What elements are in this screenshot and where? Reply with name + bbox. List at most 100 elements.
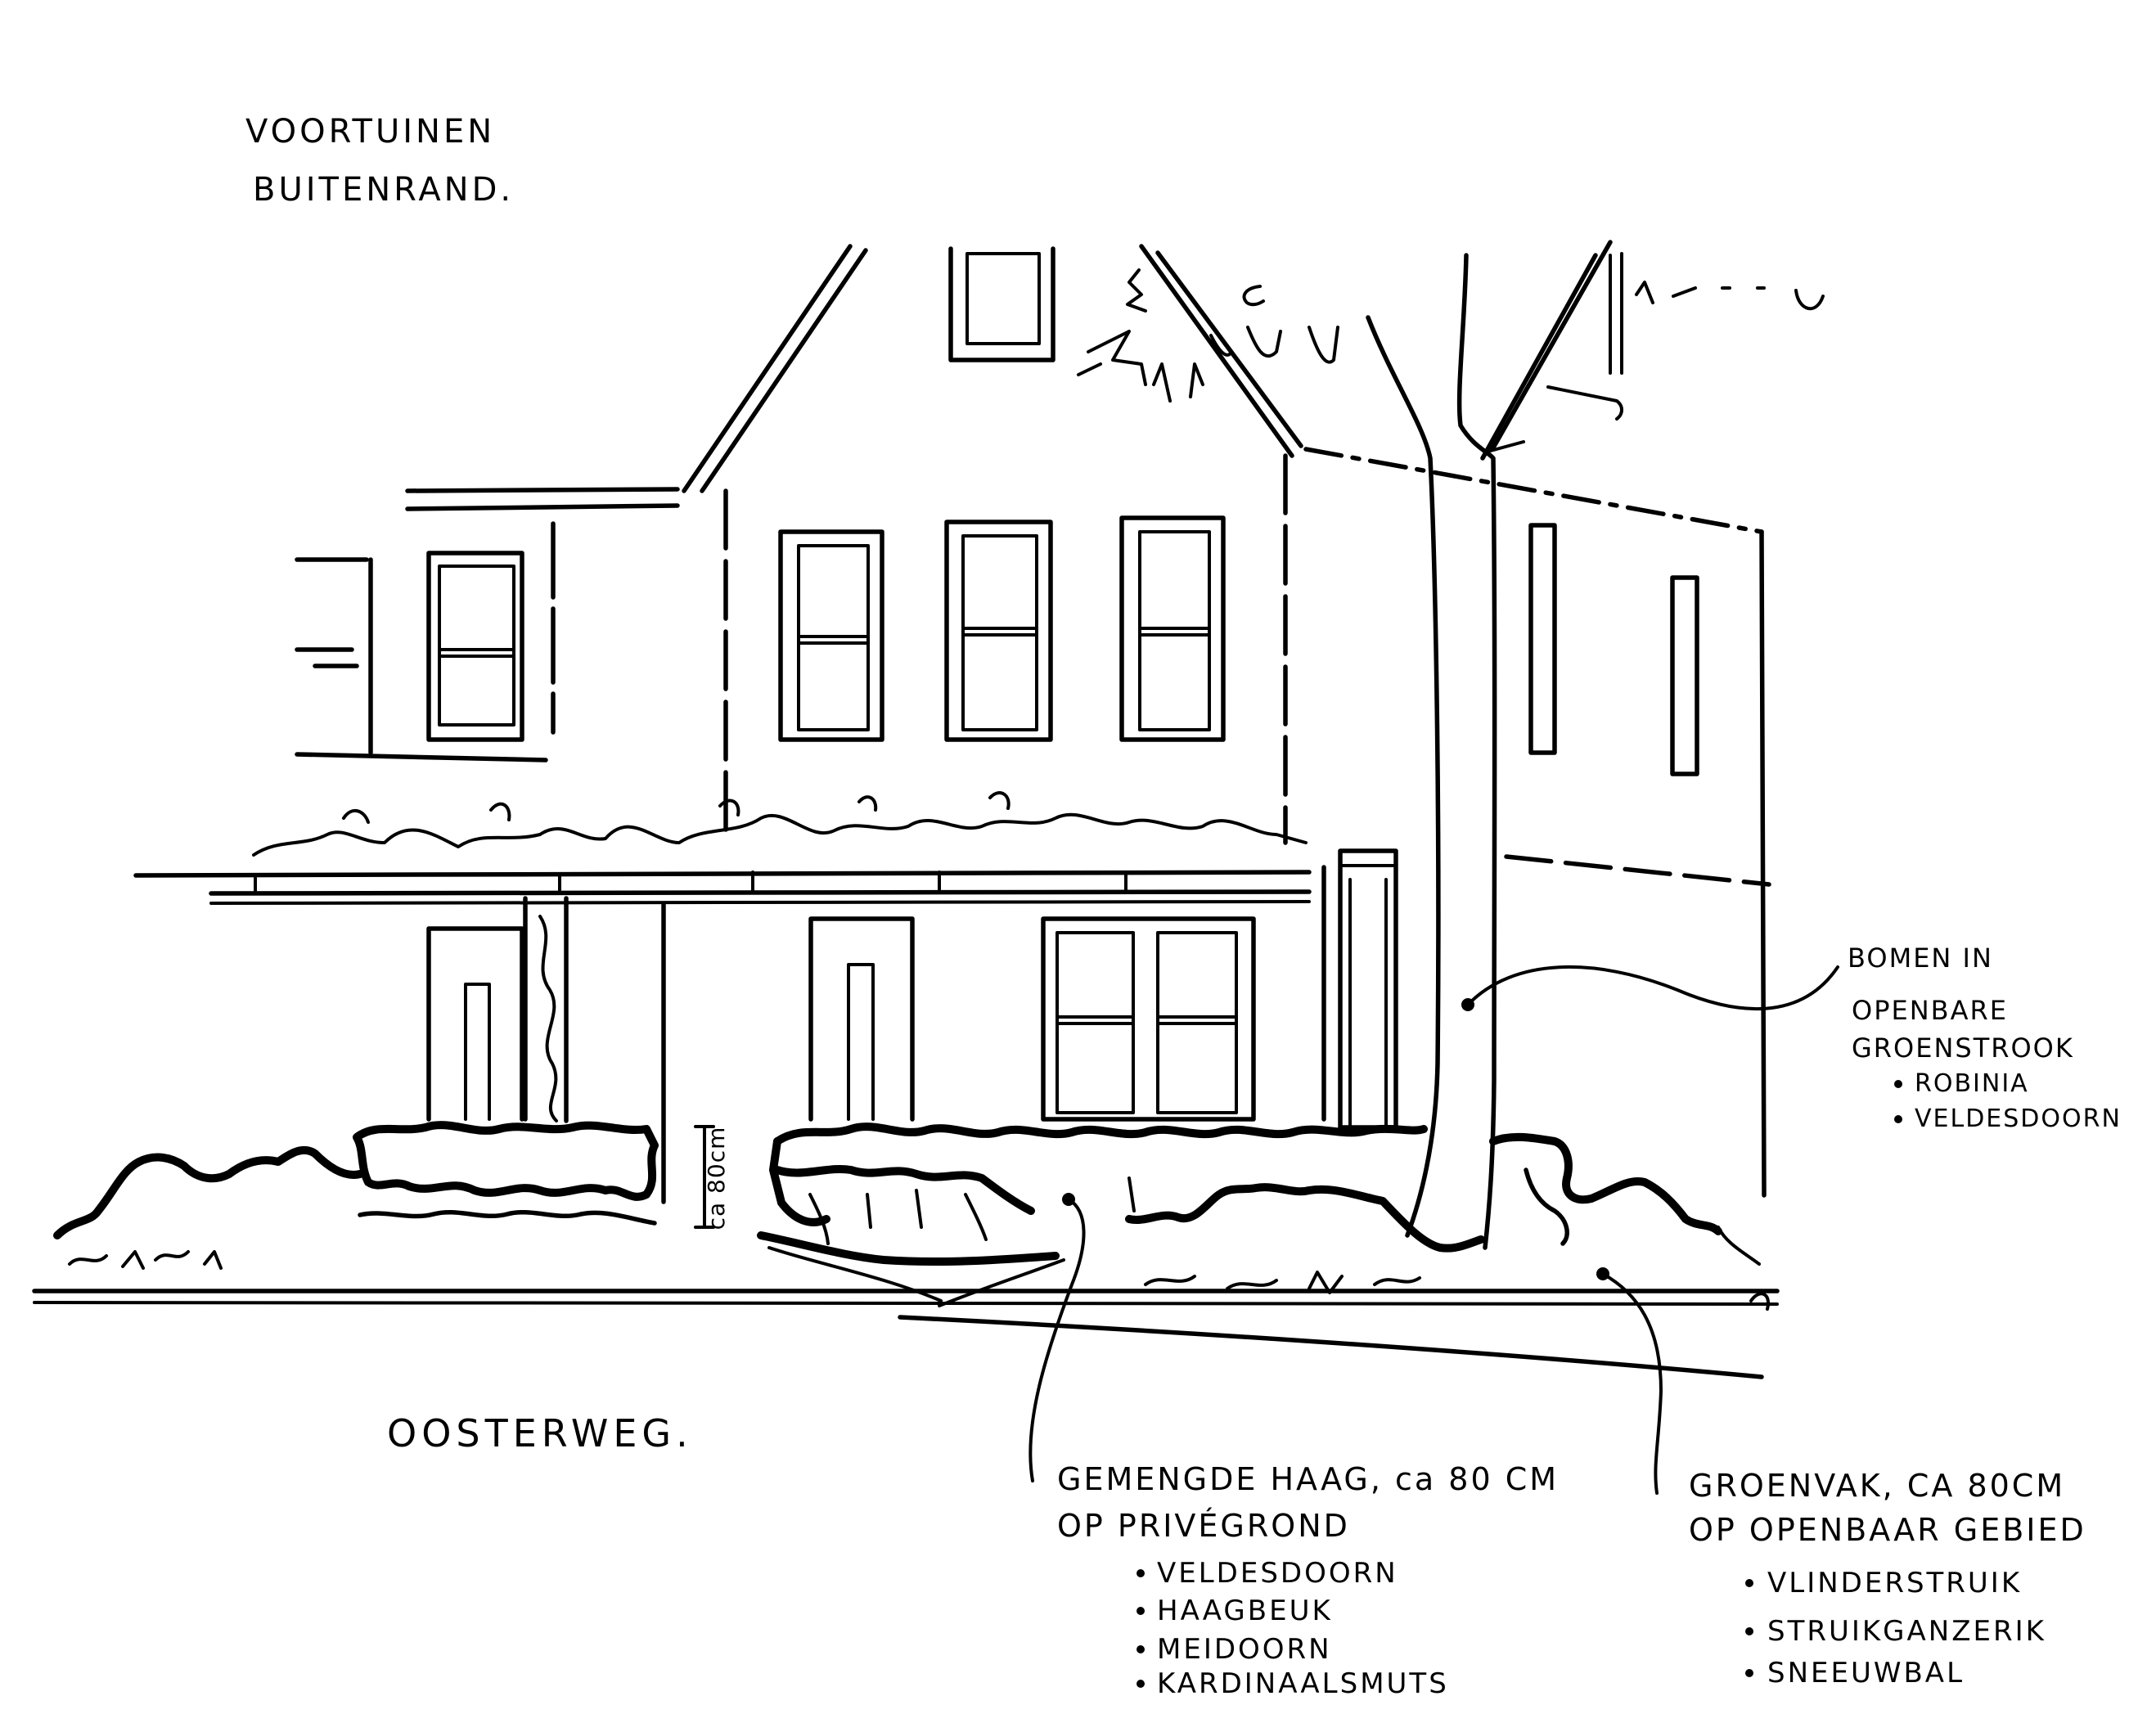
porch-canopy-mid bbox=[209, 889, 1312, 896]
hedge-line-1: GEMENGDE HAAG, ca 80 CM bbox=[1057, 1461, 1559, 1497]
trees-line-1: BOMEN IN bbox=[1848, 942, 1993, 974]
green-strip-left bbox=[53, 1145, 364, 1239]
sidewalk-line-2 bbox=[33, 1301, 1779, 1306]
right-wing-eave bbox=[1303, 447, 1764, 534]
green-line-2: OP OPENBAAR GEBIED bbox=[1689, 1512, 2086, 1548]
title-line-1: VOORTUINEN bbox=[245, 113, 495, 151]
height-dimension-label: ca 80cm bbox=[703, 1127, 730, 1230]
bullet bbox=[1137, 1607, 1145, 1615]
tree-foliage bbox=[1077, 362, 1102, 376]
tree-foliage bbox=[1635, 281, 1766, 304]
porch-canopy-ticks bbox=[254, 870, 1128, 895]
street-name: OOSTERWEG. bbox=[387, 1411, 693, 1455]
green-strip-right bbox=[1489, 1132, 1722, 1235]
right-gable-post bbox=[1609, 252, 1623, 375]
right-gable-brace bbox=[1546, 385, 1623, 421]
hedge-item: MEIDOORN bbox=[1157, 1633, 1332, 1666]
window-pane bbox=[1138, 530, 1211, 731]
tree-trunk-right bbox=[1456, 253, 1497, 1250]
height-dimension-line bbox=[694, 1125, 715, 1229]
leader-dot bbox=[1596, 1267, 1609, 1280]
canopy-planting-curls bbox=[342, 791, 1010, 824]
trees-item: VELDESDOORN bbox=[1915, 1104, 2122, 1133]
bullet bbox=[1137, 1680, 1145, 1688]
porch-column bbox=[523, 896, 569, 1123]
canopy-planting bbox=[252, 812, 1308, 857]
tree-foliage bbox=[1087, 330, 1147, 386]
green-strip-right-detail bbox=[1524, 1167, 1569, 1246]
bullet bbox=[1745, 1669, 1753, 1677]
window-rail bbox=[438, 648, 515, 658]
trees-line-3: GROENSTROOK bbox=[1852, 1032, 2074, 1064]
tree-foliage bbox=[1152, 362, 1172, 403]
green-line-1: GROENVAK, CA 80CM bbox=[1689, 1468, 2065, 1504]
right-wing-floor-line bbox=[1504, 854, 1771, 887]
annotation-green: GROENVAK, CA 80CM OP OPENBAAR GEBIED VLI… bbox=[1689, 1468, 2086, 1689]
leader-dot bbox=[1461, 998, 1474, 1011]
right-gable-outer bbox=[1490, 240, 1613, 452]
leader-line-green bbox=[1601, 1272, 1663, 1495]
right-gable-inner bbox=[1480, 253, 1598, 461]
street-tree bbox=[1077, 253, 1825, 1250]
tree-foliage bbox=[1308, 326, 1339, 364]
right-wing-edge bbox=[1759, 529, 1767, 1198]
grass-marks bbox=[1144, 1271, 1421, 1294]
bullet bbox=[1894, 1080, 1902, 1088]
hedge-left-base bbox=[358, 1209, 657, 1226]
roof-right-inner bbox=[1155, 250, 1303, 448]
left-wing-eave-lower bbox=[405, 503, 680, 511]
bullet bbox=[1745, 1627, 1753, 1635]
side-column-detail bbox=[1339, 864, 1398, 1127]
tree-foliage bbox=[1189, 362, 1204, 398]
hedge-center-top bbox=[773, 1122, 1428, 1145]
green-strip-center bbox=[1125, 1183, 1485, 1253]
green-strip-right-end bbox=[1717, 1226, 1770, 1311]
window bbox=[944, 520, 1053, 742]
window-rail bbox=[1138, 627, 1211, 637]
bullet bbox=[1137, 1569, 1145, 1577]
window-rail bbox=[961, 627, 1038, 637]
roof-right-outer bbox=[1139, 244, 1294, 458]
green-item: STRUIKGANZERIK bbox=[1767, 1615, 2046, 1648]
front-gardens bbox=[32, 1121, 1780, 1379]
door bbox=[426, 926, 524, 1122]
door bbox=[808, 916, 915, 1122]
leader-line-trees bbox=[1466, 965, 1839, 1011]
leader-line-hedge bbox=[1028, 1198, 1086, 1482]
title-line-2: BUITENRAND. bbox=[253, 171, 514, 209]
porch-canopy-bottom bbox=[209, 900, 1311, 905]
grass-marks bbox=[68, 1250, 223, 1270]
house-sketch bbox=[133, 240, 1771, 1204]
left-wing-sill bbox=[295, 752, 548, 763]
door-panel bbox=[464, 983, 491, 1121]
leader-lines bbox=[1028, 965, 1839, 1495]
door-panel bbox=[847, 963, 875, 1121]
bullet bbox=[1745, 1579, 1753, 1587]
hedge-line-2: OP PRIVÉGROND bbox=[1057, 1508, 1350, 1544]
window bbox=[1670, 575, 1699, 776]
porch-canopy-top bbox=[133, 870, 1312, 878]
trees-item: ROBINIA bbox=[1915, 1069, 2029, 1098]
green-item: VLINDERSTRUIK bbox=[1767, 1567, 2022, 1599]
annotation-hedge: GEMENGDE HAAG, ca 80 CM OP PRIVÉGROND VE… bbox=[1057, 1461, 1559, 1700]
climbing-plant bbox=[538, 915, 558, 1122]
window-pane bbox=[961, 534, 1038, 731]
window bbox=[1119, 515, 1226, 742]
roof-left-outer bbox=[682, 244, 853, 493]
leader-dot bbox=[1062, 1193, 1075, 1206]
attic-window-pane bbox=[965, 252, 1041, 345]
bullet bbox=[1894, 1115, 1902, 1123]
garden-path-edge bbox=[757, 1231, 1060, 1266]
hedge-center-end bbox=[769, 1137, 830, 1226]
tree-branch bbox=[1486, 440, 1525, 453]
tree-foliage bbox=[1794, 289, 1825, 311]
annotation-trees: BOMEN IN OPENBARE GROENSTROOK ROBINIA VE… bbox=[1848, 942, 2122, 1133]
hedge-item: KARDINAALSMUTS bbox=[1157, 1667, 1449, 1700]
window bbox=[426, 551, 524, 742]
hedge-left bbox=[353, 1121, 659, 1201]
hedge-item: HAAGBEUK bbox=[1157, 1595, 1333, 1627]
french-window-rail bbox=[1055, 1015, 1238, 1025]
roof-left-inner bbox=[700, 248, 868, 493]
window-rail bbox=[797, 635, 870, 645]
